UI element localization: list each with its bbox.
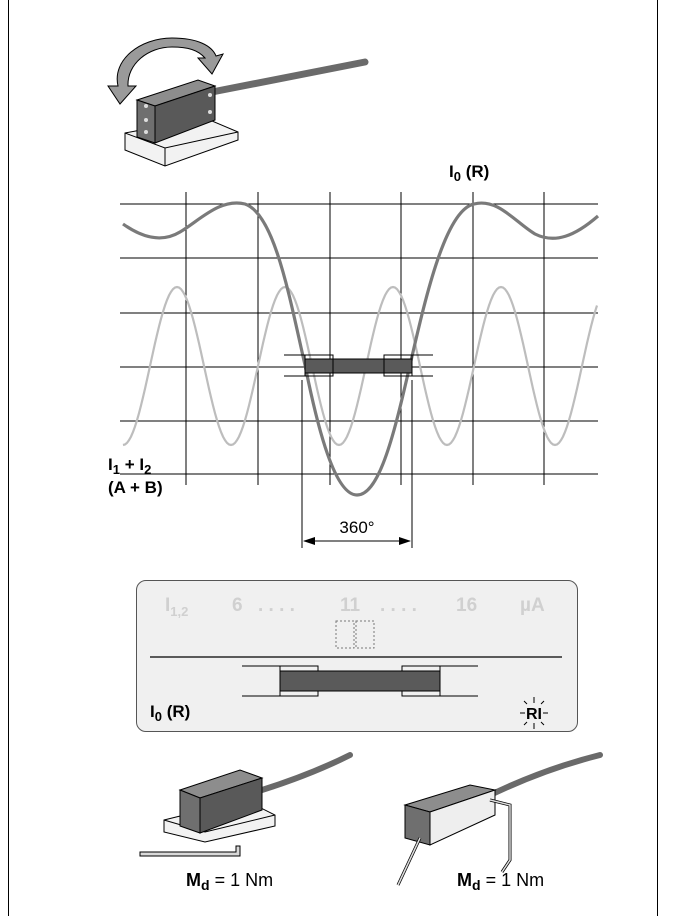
incremental-signal-label-line2: (A + B) (108, 478, 163, 497)
display-scale-11: 11 (340, 595, 361, 616)
display-scale-dots-1: . . . . (258, 595, 295, 616)
360-degree-dimension (301, 380, 413, 548)
incremental-signal-curve (122, 285, 599, 447)
ri-label: RI (526, 706, 542, 723)
incremental-signal-label: I1 + I2 (108, 455, 151, 477)
adjustment-display (136, 580, 578, 732)
right-torque-label: Md = 1 Nm (457, 870, 544, 893)
plot-grid (120, 192, 598, 485)
display-reference-label: I0 (R) (150, 702, 190, 724)
display-reference-bar (242, 665, 478, 697)
display-scale-6: 6 (232, 595, 243, 616)
left-mounting-illustration (139, 752, 353, 857)
display-row-label: I1,2 (165, 595, 188, 619)
reference-signal-curve (122, 201, 600, 497)
top-scanning-head (135, 79, 217, 144)
ri-indicator-icon (520, 697, 548, 729)
left-torque-label: Md = 1 Nm (186, 870, 273, 893)
right-mounting-illustration (396, 752, 603, 886)
display-scale-16: 16 (456, 595, 477, 616)
top-cable (208, 58, 369, 96)
display-cursor-icon (335, 620, 375, 649)
reference-window-bar (284, 354, 433, 377)
dimension-label: 360° (339, 518, 374, 537)
figure-frame (8, 0, 658, 916)
rotation-arrow-icon (107, 37, 225, 105)
display-scale-dots-2: . . . . (380, 595, 417, 616)
reference-signal-label: I0 (R) (449, 162, 489, 184)
display-unit: µA (520, 595, 545, 616)
left-hex-key (139, 845, 241, 857)
